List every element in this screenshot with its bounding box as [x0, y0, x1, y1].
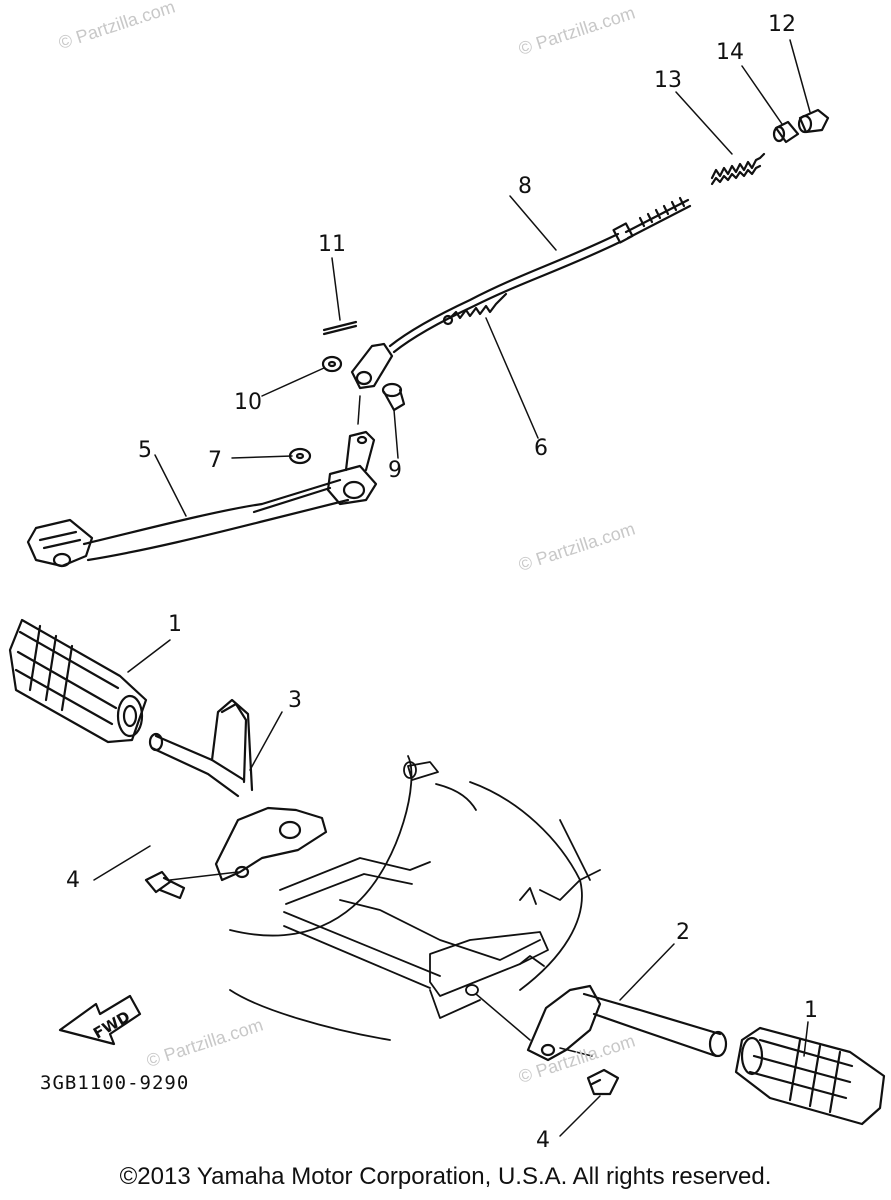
part-5-brake-pedal	[26, 430, 378, 568]
part-2-footrest-bracket-right	[526, 984, 728, 1062]
part-14-collar	[772, 120, 800, 144]
part-11-cotter-pin	[322, 320, 358, 336]
part-3-footrest-bracket-left	[148, 698, 328, 882]
fwd-arrow-icon	[58, 994, 142, 1046]
callout-8: 8	[518, 174, 532, 199]
copyright-notice: ©2013 Yamaha Motor Corporation, U.S.A. A…	[119, 1163, 772, 1190]
part-8-brake-rod	[388, 196, 692, 354]
callout-9: 9	[388, 458, 402, 483]
part-4-bolt-left	[144, 870, 186, 900]
part-7-washer	[288, 447, 312, 465]
callout-5: 5	[138, 438, 152, 463]
rod-clevis	[350, 342, 394, 390]
callout-1-right: 1	[804, 998, 818, 1023]
callout-14: 14	[716, 40, 744, 65]
callout-3: 3	[288, 688, 302, 713]
callout-6: 6	[534, 436, 548, 461]
callout-1-left: 1	[168, 612, 182, 637]
callout-13: 13	[654, 68, 682, 93]
frame	[229, 755, 601, 1041]
part-10-washer	[321, 355, 343, 373]
part-13-spring	[710, 152, 766, 186]
diagram-code: 3GB1100-9290	[40, 1072, 190, 1094]
part-12-cable-end	[797, 108, 830, 134]
part-4-bolt-right	[586, 1068, 620, 1096]
callout-10: 10	[234, 390, 262, 415]
callout-2: 2	[676, 920, 690, 945]
callout-12: 12	[768, 12, 796, 37]
part-1-footrest-rubber-right	[734, 1026, 886, 1126]
callout-4-right: 4	[536, 1128, 550, 1153]
part-1-footrest-rubber-left	[8, 618, 148, 744]
leader-lines	[93, 39, 811, 1137]
part-6-spring	[442, 292, 508, 326]
callout-4-left: 4	[66, 868, 80, 893]
part-9-pin	[381, 382, 406, 412]
callout-7: 7	[208, 448, 222, 473]
callout-11: 11	[318, 232, 346, 257]
